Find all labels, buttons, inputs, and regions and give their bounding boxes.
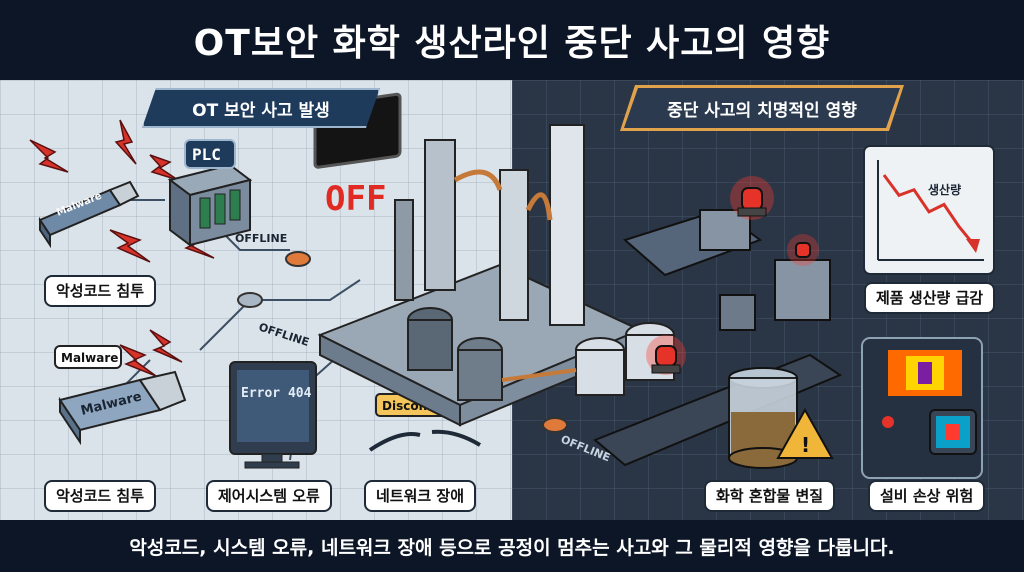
plc-device: PLC xyxy=(167,139,253,247)
diagram-scene: OFFLINE OFFLINE OFFLINE Malware xyxy=(0,80,1024,520)
plc-label: PLC xyxy=(192,145,221,164)
lightning-icon xyxy=(114,119,137,165)
page-title: OT보안 화학 생산라인 중단 사고의 영향 xyxy=(193,23,831,64)
lightning-icon xyxy=(109,229,151,263)
monitor-error: Error 404 xyxy=(229,361,317,469)
network-node xyxy=(237,292,263,308)
svg-text:!: ! xyxy=(801,433,810,457)
mixing-tank: ! xyxy=(728,367,834,469)
production-chart: 생산량 xyxy=(863,145,995,275)
alarm-light-icon xyxy=(655,345,677,367)
error-screen-text: Error 404 xyxy=(241,386,312,401)
offline-label-2: OFFLINE xyxy=(257,320,311,348)
chemical-plant xyxy=(317,124,675,427)
lightning-icon xyxy=(29,139,69,173)
left-header-incident: OT 보안 사고 발생 xyxy=(142,88,380,128)
chart-series-label: 생산량 xyxy=(928,182,961,197)
off-sign-text: OFF xyxy=(325,179,386,219)
chart-series-line xyxy=(882,174,976,246)
network-node-offline xyxy=(542,417,568,433)
label-malware-intrusion-2: 악성코드 침투 xyxy=(44,480,157,512)
title-bar: OT보안 화학 생산라인 중단 사고의 영향 xyxy=(0,0,1024,80)
thermal-camera xyxy=(861,337,983,479)
footer-caption: 악성코드, 시스템 오류, 네트워크 장애 등으로 공정이 멈추는 사고와 그 … xyxy=(129,536,895,559)
footer-bar: 악성코드, 시스템 오류, 네트워크 장애 등으로 공정이 멈추는 사고와 그 … xyxy=(0,520,1024,572)
label-network-failure: 네트워크 장애 xyxy=(364,480,477,512)
right-header-impact: 중단 사고의 치명적인 영향 xyxy=(624,88,900,128)
diagram-illustration: OFFLINE OFFLINE OFFLINE Malware xyxy=(29,92,995,479)
offline-label-1: OFFLINE xyxy=(235,232,287,245)
usb-malware-2: Malware Malware xyxy=(54,345,187,446)
lightning-icon xyxy=(149,329,183,363)
chart-down-arrow-icon xyxy=(966,238,980,253)
warning-icon xyxy=(776,407,834,459)
malware-bubble-label: Malware xyxy=(61,351,118,365)
label-equipment-damage-risk: 설비 손상 위험 xyxy=(868,480,986,512)
label-control-system-error: 제어시스템 오류 xyxy=(206,480,332,512)
alarm-lights xyxy=(646,176,819,375)
alarm-light-icon xyxy=(741,187,763,211)
lightning-icon xyxy=(149,154,179,181)
label-production-drop: 제품 생산량 급감 xyxy=(864,282,996,314)
alarm-light-icon xyxy=(795,242,811,258)
network-node-offline xyxy=(285,251,311,267)
label-chemical-mixture-change: 화학 혼합물 변질 xyxy=(704,480,836,512)
label-malware-intrusion-1: 악성코드 침투 xyxy=(44,275,157,307)
